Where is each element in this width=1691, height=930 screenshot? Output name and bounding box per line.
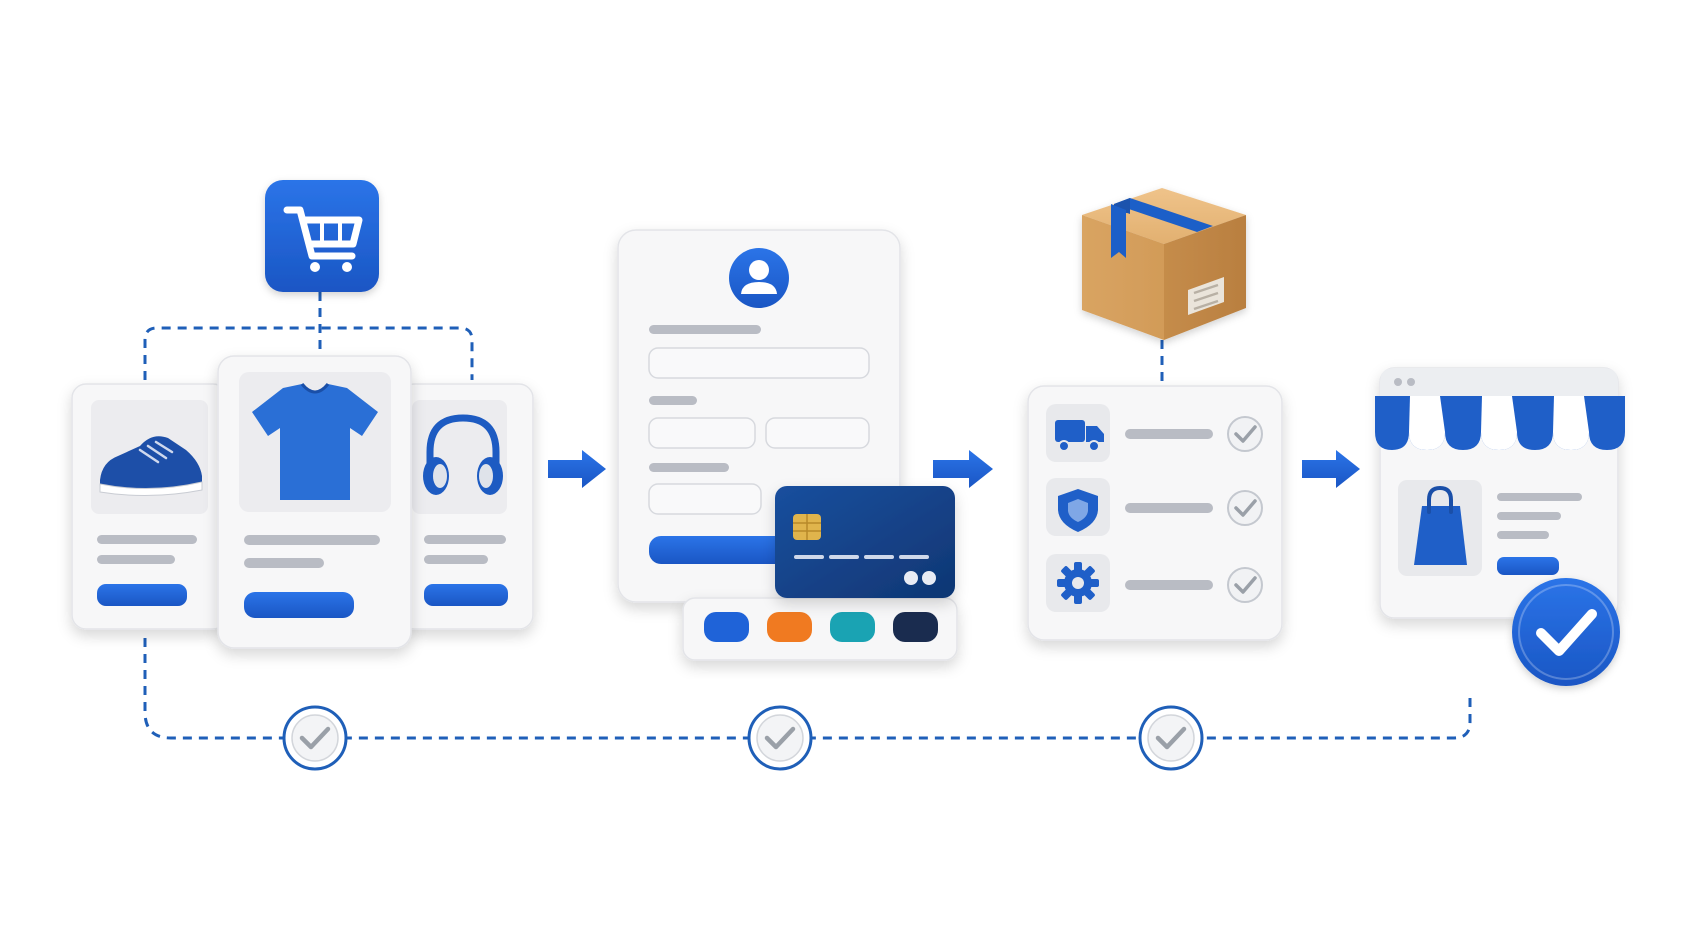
add-to-cart-button[interactable] (97, 584, 187, 606)
product-title-placeholder (424, 535, 506, 544)
status-text-placeholder (1125, 429, 1213, 439)
add-to-cart-button[interactable] (244, 592, 354, 618)
payment-option-navy[interactable] (893, 612, 938, 642)
credit-card-icon[interactable] (775, 486, 955, 598)
shopping-bag-icon (1414, 485, 1467, 565)
check-icon (1227, 490, 1263, 526)
address-label-placeholder (649, 396, 697, 405)
product-price-placeholder (97, 555, 175, 564)
delivered-stage (1375, 367, 1625, 686)
name-label-placeholder (649, 325, 761, 334)
checkpoint-3-check-icon (1138, 705, 1204, 771)
payment-option-blue[interactable] (704, 612, 749, 642)
product-bracket-line (143, 326, 474, 380)
store-text-placeholder (1497, 531, 1549, 539)
progress-checkpoints (282, 705, 1204, 771)
status-row-shipping (1046, 404, 1263, 462)
gear-icon (1057, 562, 1099, 604)
arrow-right-icon (548, 450, 606, 488)
sneaker-icon (99, 436, 203, 497)
store-text-placeholder (1497, 493, 1582, 501)
zip-input-field[interactable] (765, 417, 870, 449)
storefront-icon (1375, 367, 1625, 619)
product-card-tshirt[interactable] (217, 355, 412, 649)
product-title-placeholder (97, 535, 197, 544)
check-icon (1227, 567, 1263, 603)
product-price-placeholder (424, 555, 488, 564)
status-text-placeholder (1125, 503, 1213, 513)
city-input-field[interactable] (648, 417, 756, 449)
package-box-icon (1082, 188, 1246, 340)
add-to-cart-button[interactable] (424, 584, 508, 606)
arrow-right-icon (1302, 450, 1360, 488)
arrow-right-icon (933, 450, 993, 488)
payment-option-teal[interactable] (830, 612, 875, 642)
status-row-processing (1046, 554, 1263, 612)
tshirt-icon (252, 383, 378, 500)
status-text-placeholder (1125, 580, 1213, 590)
window-dot (1394, 378, 1402, 386)
fulfillment-status-card (1027, 385, 1283, 641)
delivery-truck-icon (1055, 420, 1104, 452)
store-text-placeholder (1497, 512, 1561, 520)
window-dot (1407, 378, 1415, 386)
fulfillment-stage (1027, 188, 1283, 641)
checkpoint-2-check-icon (747, 705, 813, 771)
store-buy-button[interactable] (1497, 557, 1559, 575)
phone-input-field[interactable] (648, 483, 762, 515)
browse-stage (71, 180, 534, 649)
payment-methods-strip (682, 597, 958, 661)
product-card-shoe[interactable] (71, 383, 228, 630)
phone-label-placeholder (649, 463, 729, 472)
shield-icon (1058, 489, 1098, 532)
user-avatar-icon (729, 248, 789, 308)
checkpoint-1-check-icon (282, 705, 348, 771)
shopping-cart-icon (283, 206, 363, 272)
name-input-field[interactable] (648, 347, 870, 379)
payment-option-orange[interactable] (767, 612, 812, 642)
product-price-placeholder (244, 558, 324, 568)
status-row-security (1046, 478, 1263, 536)
headphones-icon (423, 414, 503, 495)
check-icon (1227, 416, 1263, 452)
checkout-stage (617, 229, 958, 661)
product-title-placeholder (244, 535, 380, 545)
product-card-headphones[interactable] (399, 383, 534, 630)
order-complete-check-icon (1512, 578, 1620, 686)
store-awning (1375, 396, 1625, 450)
